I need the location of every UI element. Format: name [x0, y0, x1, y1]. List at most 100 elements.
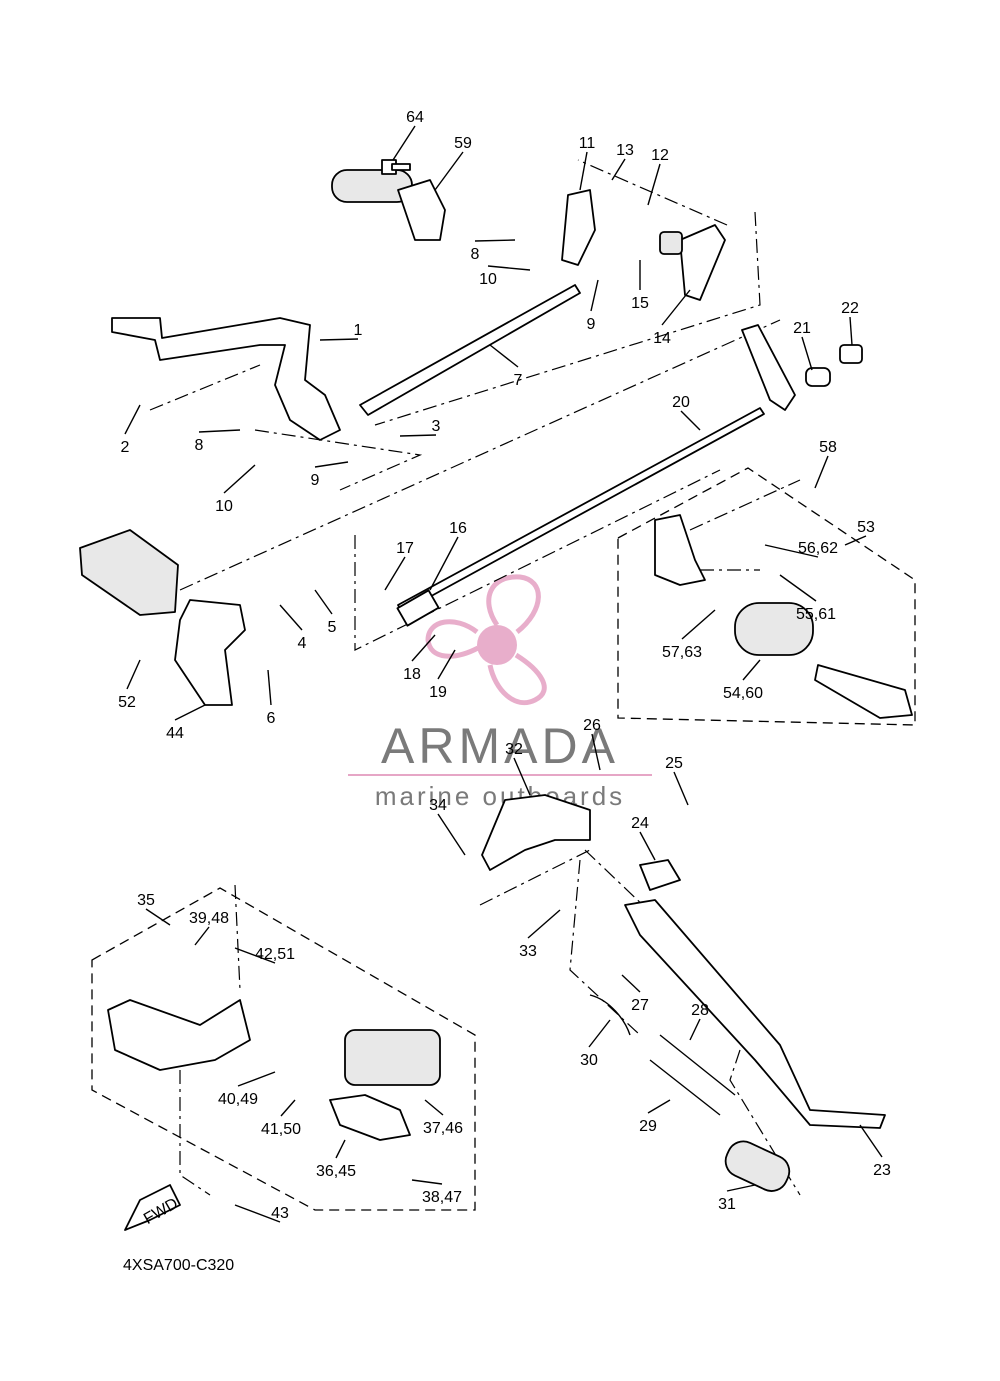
callout-38-47: 38,47	[422, 1189, 462, 1206]
brake-pedal-1	[111, 317, 341, 441]
leader-line-53	[844, 535, 867, 546]
leader-line-57-63	[681, 609, 716, 640]
leader-line-8	[198, 429, 241, 433]
callout-37-46: 37,46	[423, 1120, 463, 1137]
callout-10: 10	[215, 498, 233, 515]
callout-40-49: 40,49	[218, 1091, 258, 1108]
callout-32: 32	[505, 741, 523, 758]
callout-54-60: 54,60	[723, 685, 763, 702]
leader-line-64	[392, 125, 416, 161]
subassembly-35-outline	[91, 887, 476, 1211]
callout-56-62: 56,62	[798, 540, 838, 557]
callout-9: 9	[587, 316, 596, 333]
callout-35: 35	[137, 892, 155, 909]
callout-42-51: 42,51	[255, 946, 295, 963]
leader-line-8	[474, 239, 516, 242]
leader-lines	[124, 125, 883, 1223]
watermark-brand: ARMADA	[381, 718, 619, 774]
callout-31: 31	[718, 1196, 736, 1213]
callout-64: 64	[406, 109, 424, 126]
fwd-arrow: FWD	[124, 1184, 181, 1231]
callout-19: 19	[429, 684, 447, 701]
callout-21: 21	[793, 320, 811, 337]
leader-line-10	[223, 464, 256, 494]
leader-line-36-45	[335, 1139, 346, 1159]
bracket-32	[481, 794, 591, 871]
callout-13: 13	[616, 142, 634, 159]
callout-28: 28	[691, 1002, 709, 1019]
shift-rod-7	[359, 284, 581, 416]
leader-line-6	[267, 669, 272, 706]
watermark-tagline: marine outboards	[375, 781, 625, 811]
callout-43: 43	[271, 1205, 289, 1222]
callout-9: 9	[311, 472, 320, 489]
leader-line-37-46	[424, 1099, 444, 1116]
leader-line-18	[411, 634, 436, 662]
leader-line-34	[437, 813, 466, 856]
callout-41-50: 41,50	[261, 1121, 301, 1138]
leader-line-5	[314, 589, 333, 615]
callout-2: 2	[121, 439, 130, 456]
bracket-35-parts	[107, 999, 441, 1141]
callout-8: 8	[471, 246, 480, 263]
leader-line-17	[384, 556, 406, 591]
callout-36-45: 36,45	[316, 1163, 356, 1180]
leader-line-58	[814, 455, 829, 489]
leader-line-9	[590, 279, 599, 312]
callout-34: 34	[429, 797, 447, 814]
leader-line-39-48	[194, 926, 210, 946]
leader-line-16	[429, 536, 459, 591]
callout-29: 29	[639, 1118, 657, 1135]
leader-line-12	[647, 163, 661, 206]
callout-7: 7	[514, 372, 523, 389]
leader-line-54-60	[742, 659, 761, 681]
springs-28-29-30	[589, 994, 736, 1116]
bracket-53	[654, 514, 913, 719]
callout-17: 17	[396, 540, 414, 557]
leader-line-2	[124, 404, 141, 435]
leader-line-52	[126, 659, 141, 690]
leader-line-31	[726, 1184, 756, 1192]
leader-line-32	[513, 757, 531, 796]
leader-line-19	[437, 649, 456, 680]
footrest-grip-59	[331, 169, 446, 241]
callout-52: 52	[118, 694, 136, 711]
callout-39-48: 39,48	[189, 910, 229, 927]
bolt-64	[381, 159, 411, 175]
callout-4: 4	[298, 635, 307, 652]
brake-rod-16	[396, 589, 440, 627]
callout-16: 16	[449, 520, 467, 537]
shift-arm-14	[659, 224, 726, 301]
callout-1: 1	[354, 322, 363, 339]
diagram-code: 4XSA700-C320	[123, 1257, 234, 1274]
callout-18: 18	[403, 666, 421, 683]
callout-14: 14	[653, 330, 671, 347]
callout-22: 22	[841, 300, 859, 317]
leader-line-3	[399, 434, 437, 437]
callout-26: 26	[583, 717, 601, 734]
leader-line-43	[234, 1204, 281, 1223]
shift-arm-11	[561, 189, 596, 266]
watermark-propeller-logo	[425, 574, 547, 705]
leader-line-41-50	[280, 1099, 296, 1117]
leader-line-13	[611, 158, 626, 181]
leader-line-11	[579, 151, 588, 191]
leader-line-26	[591, 733, 601, 771]
callout-23: 23	[873, 1162, 891, 1179]
callout-24: 24	[631, 815, 649, 832]
leader-line-59	[434, 151, 464, 191]
leader-line-20	[680, 410, 701, 431]
leader-line-28	[689, 1018, 701, 1041]
leader-line-42-51	[234, 947, 276, 964]
callout-5: 5	[328, 619, 337, 636]
leader-line-33	[527, 909, 561, 939]
callout-58: 58	[819, 439, 837, 456]
callout-57-63: 57,63	[662, 644, 702, 661]
callout-8: 8	[195, 437, 204, 454]
leader-line-38-47	[411, 1179, 443, 1185]
callout-30: 30	[580, 1052, 598, 1069]
subassembly-53-outline	[617, 467, 916, 726]
callout-6: 6	[267, 710, 276, 727]
